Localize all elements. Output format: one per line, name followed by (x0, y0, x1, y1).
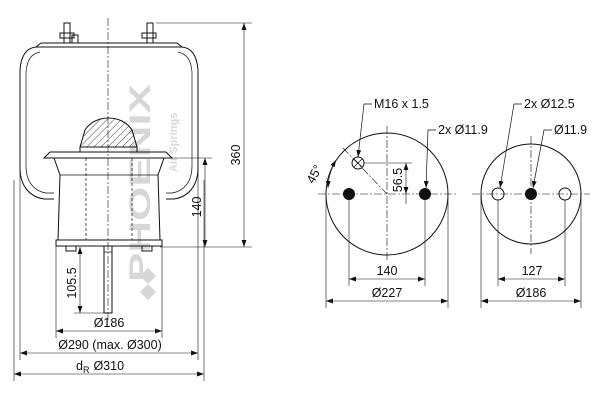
dim-height-lower: 140 (190, 197, 204, 218)
top-plate (34, 42, 184, 48)
bottom-stud-left (65, 245, 77, 252)
rubber-bumper (79, 117, 138, 148)
top-plate-hole-left (343, 188, 355, 200)
leader-holes (423, 129, 436, 189)
top-stud-left (59, 22, 79, 44)
angle-reference-line (342, 147, 388, 195)
label-center-hole: Ø11.9 (554, 123, 587, 137)
dim-stud-length: 105.5 (65, 267, 79, 298)
bellow-inner-wall (25, 51, 193, 194)
label-outer-holes: 2x Ø12.5 (524, 97, 575, 111)
top-stud-right (141, 22, 157, 44)
bottom-stud-right (141, 245, 153, 252)
phoenix-watermark: PHOENIX Air Springs (124, 84, 180, 300)
leader-center-hole (531, 129, 552, 189)
bottom-plate-view: 2x Ø12.5 Ø11.9 127 Ø186 (472, 97, 590, 308)
dim-plate-diameter: Ø227 (372, 286, 403, 300)
watermark-brand: PHOENIX (124, 84, 157, 282)
thread-hole-m16 (351, 156, 365, 170)
top-plate-hole-right (419, 188, 431, 200)
watermark-logo-icon (140, 268, 156, 300)
dim-angle: 45° (304, 162, 325, 185)
angle-arc-45 (325, 159, 337, 189)
label-holes: 2x Ø11.9 (438, 123, 488, 137)
dim-piston-diameter: Ø186 (94, 316, 125, 330)
label-thread: M16 x 1.5 (374, 97, 429, 111)
dim-bottom-plate-diameter: Ø186 (516, 286, 547, 300)
dim-bottom-hole-spacing: 127 (522, 264, 543, 278)
bellow-outline (19, 46, 199, 200)
leader-thread (356, 103, 372, 158)
dim-height-total: 360 (229, 145, 243, 166)
top-plate-view: 45° 56.5 M16 x 1.5 2x Ø11.9 140 Ø227 (304, 97, 488, 308)
bottom-plate-hole-center (525, 188, 537, 200)
dim-bellow-diameter: Ø290 (max. Ø300) (58, 338, 162, 352)
watermark-tagline: Air Springs (168, 113, 180, 172)
leader-outer-holes (498, 103, 522, 189)
dim-thread-offset: 56.5 (391, 168, 405, 192)
dim-hole-spacing: 140 (377, 264, 398, 278)
piston-inner-hidden (85, 158, 133, 240)
